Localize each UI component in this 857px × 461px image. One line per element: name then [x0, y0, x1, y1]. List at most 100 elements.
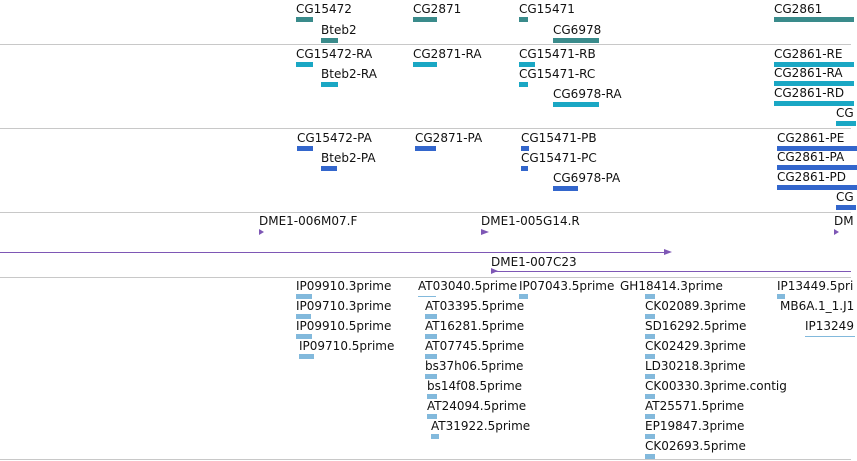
- est-glyph[interactable]: [645, 294, 655, 299]
- est-label[interactable]: AT07745.5prime: [425, 339, 525, 353]
- transcript-glyph[interactable]: [774, 81, 854, 86]
- transcript-glyph[interactable]: [519, 82, 528, 87]
- est-glyph[interactable]: [645, 354, 655, 359]
- protein-label[interactable]: Bteb2-PA: [321, 151, 376, 165]
- est-glyph[interactable]: [427, 394, 437, 399]
- protein-label[interactable]: CG: [836, 190, 854, 204]
- transcript-glyph[interactable]: [553, 102, 599, 107]
- est-glyph[interactable]: [519, 294, 528, 299]
- est-label[interactable]: AT31922.5prime: [431, 419, 531, 433]
- transcript-glyph[interactable]: [321, 82, 338, 87]
- protein-glyph[interactable]: [553, 186, 578, 191]
- est-label[interactable]: CK00330.3prime.contig: [645, 379, 787, 393]
- est-glyph[interactable]: [296, 334, 312, 339]
- gene-label[interactable]: CG2871: [413, 2, 462, 16]
- gene-glyph[interactable]: [321, 38, 338, 43]
- est-glyph[interactable]: [645, 394, 655, 399]
- est-label[interactable]: AT03040.5prime: [418, 279, 518, 293]
- transcript-label[interactable]: CG: [836, 106, 854, 120]
- clone-label[interactable]: DME1-007C23: [491, 255, 577, 269]
- transcript-label[interactable]: CG2861-RA: [774, 66, 843, 80]
- est-label[interactable]: GH18414.3prime: [620, 279, 723, 293]
- est-label[interactable]: IP13249: [805, 319, 854, 333]
- est-glyph[interactable]: [425, 314, 437, 319]
- transcript-label[interactable]: CG2871-RA: [413, 47, 482, 61]
- transcript-label[interactable]: CG15471-RB: [519, 47, 596, 61]
- est-line[interactable]: [418, 296, 436, 297]
- clone-end-label[interactable]: DM: [834, 214, 854, 228]
- protein-glyph[interactable]: [521, 166, 528, 171]
- transcript-glyph[interactable]: [774, 101, 854, 106]
- protein-label[interactable]: CG2861-PD: [777, 170, 847, 184]
- protein-label[interactable]: CG2871-PA: [415, 131, 483, 145]
- clone-line[interactable]: [491, 271, 851, 272]
- protein-label[interactable]: CG2861-PA: [777, 150, 845, 164]
- clone-end-marker[interactable]: [834, 229, 839, 235]
- gene-glyph[interactable]: [296, 17, 313, 22]
- est-glyph[interactable]: [645, 374, 655, 379]
- clone-end-label[interactable]: DME1-006M07.F: [259, 214, 358, 228]
- protein-label[interactable]: CG15471-PB: [521, 131, 597, 145]
- clone-end-marker[interactable]: [259, 229, 264, 235]
- gene-label[interactable]: Bteb2: [321, 23, 357, 37]
- protein-label[interactable]: CG2861-PE: [777, 131, 845, 145]
- est-label[interactable]: IP13449.5pri: [777, 279, 854, 293]
- gene-glyph[interactable]: [519, 17, 528, 22]
- est-label[interactable]: IP07043.5prime: [519, 279, 615, 293]
- transcript-glyph[interactable]: [296, 62, 313, 67]
- est-label[interactable]: AT24094.5prime: [427, 399, 527, 413]
- est-label[interactable]: LD30218.3prime: [645, 359, 746, 373]
- est-label[interactable]: IP09910.3prime: [296, 279, 392, 293]
- protein-glyph[interactable]: [777, 146, 857, 151]
- est-label[interactable]: EP19847.3prime: [645, 419, 745, 433]
- est-glyph[interactable]: [431, 434, 439, 439]
- protein-glyph[interactable]: [415, 146, 436, 151]
- est-label[interactable]: IP09710.5prime: [299, 339, 395, 353]
- protein-label[interactable]: CG6978-PA: [553, 171, 621, 185]
- gene-glyph[interactable]: [413, 17, 437, 22]
- protein-glyph[interactable]: [836, 205, 856, 210]
- est-line[interactable]: [805, 336, 855, 337]
- est-label[interactable]: SD16292.5prime: [645, 319, 747, 333]
- protein-label[interactable]: CG15471-PC: [521, 151, 597, 165]
- protein-label[interactable]: CG15472-PA: [297, 131, 372, 145]
- transcript-glyph[interactable]: [774, 62, 854, 67]
- transcript-label[interactable]: CG15471-RC: [519, 67, 596, 81]
- transcript-glyph[interactable]: [413, 62, 437, 67]
- est-glyph[interactable]: [645, 314, 655, 319]
- est-glyph[interactable]: [645, 414, 655, 419]
- gene-glyph[interactable]: [553, 38, 599, 43]
- transcript-label[interactable]: CG2861-RD: [774, 86, 845, 100]
- gene-glyph[interactable]: [774, 17, 854, 22]
- est-label[interactable]: CK02089.3prime: [645, 299, 746, 313]
- clone-span-line[interactable]: [0, 252, 666, 253]
- gene-label[interactable]: CG15471: [519, 2, 575, 16]
- transcript-glyph[interactable]: [836, 121, 856, 126]
- transcript-label[interactable]: CG6978-RA: [553, 87, 622, 101]
- est-glyph[interactable]: [645, 434, 655, 439]
- est-glyph[interactable]: [425, 354, 437, 359]
- transcript-glyph[interactable]: [519, 62, 535, 67]
- transcript-label[interactable]: Bteb2-RA: [321, 67, 377, 81]
- est-glyph[interactable]: [427, 414, 437, 419]
- est-label[interactable]: bs14f08.5prime: [427, 379, 523, 393]
- est-glyph[interactable]: [299, 354, 314, 359]
- gene-label[interactable]: CG6978: [553, 23, 602, 37]
- clone-end-label[interactable]: DME1-005G14.R: [481, 214, 580, 228]
- est-label[interactable]: IP09910.5prime: [296, 319, 392, 333]
- protein-glyph[interactable]: [521, 146, 529, 151]
- transcript-label[interactable]: CG2861-RE: [774, 47, 843, 61]
- est-glyph[interactable]: [777, 294, 785, 299]
- protein-glyph[interactable]: [297, 146, 313, 151]
- est-label[interactable]: IP09710.3prime: [296, 299, 392, 313]
- est-label[interactable]: AT25571.5prime: [645, 399, 745, 413]
- est-glyph[interactable]: [645, 334, 655, 339]
- est-label[interactable]: CK02429.3prime: [645, 339, 746, 353]
- clone-end-marker[interactable]: [481, 229, 489, 235]
- est-glyph[interactable]: [645, 454, 655, 459]
- est-label[interactable]: AT03395.5prime: [425, 299, 525, 313]
- transcript-label[interactable]: CG15472-RA: [296, 47, 373, 61]
- est-glyph[interactable]: [296, 314, 311, 319]
- est-label[interactable]: CK02693.5prime: [645, 439, 746, 453]
- est-label[interactable]: bs37h06.5prime: [425, 359, 524, 373]
